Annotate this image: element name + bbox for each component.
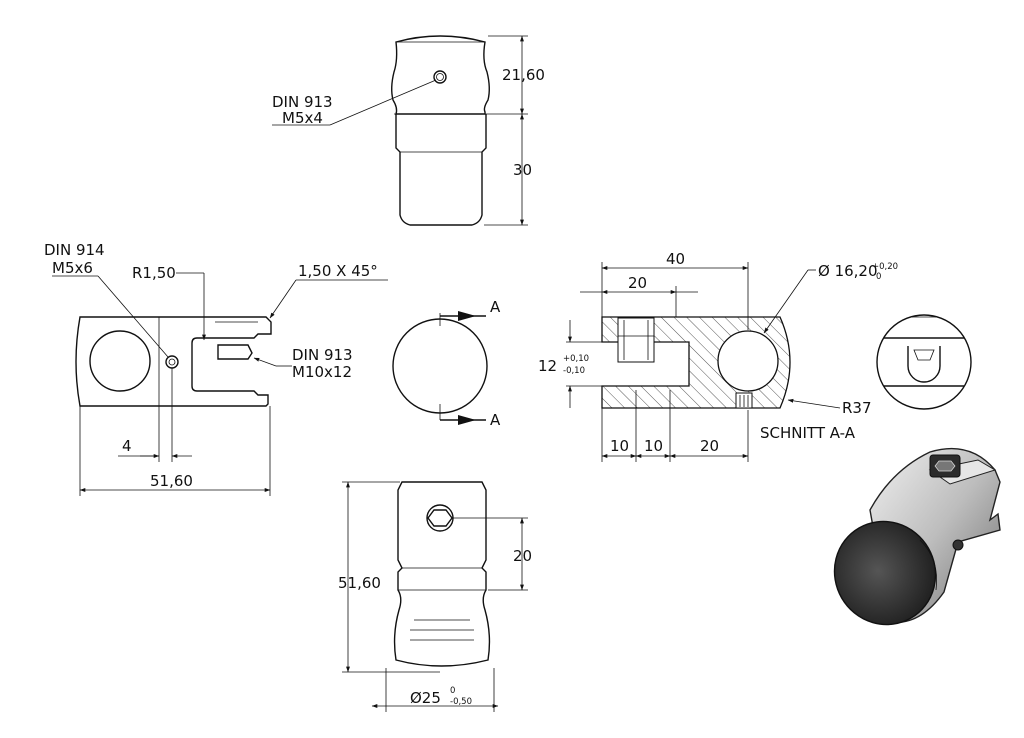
bottom-view: 51,60 20 Ø25 0 -0,50 [338,481,532,712]
isometric-render [833,447,1001,626]
end-view-slot [907,346,941,383]
front-chamfer: 1,50 X 45° [298,262,378,280]
top-dim-lower: 30 [513,161,532,179]
front-view: DIN 914 M5x6 R1,50 1,50 X 45° DIN 913 M1… [44,241,388,496]
section-dim-10-b: 10 [644,437,663,455]
bottom-view-outline [393,481,491,667]
top-view-outline [391,35,490,115]
section-bore [717,330,779,392]
top-view: DIN 913 M5x4 21,60 30 [272,35,545,226]
section-height: 12 [538,357,557,375]
front-view-outline [75,316,272,407]
front-screw-hole [165,355,179,369]
end-view-circle [876,314,972,410]
top-dim-upper: 21,60 [502,66,545,84]
top-callout-line1: DIN 913 [272,93,333,111]
front-callout-r-line1: DIN 913 [292,346,353,364]
side-view-circle [392,318,488,414]
bottom-hex-screw [426,504,454,532]
front-callout-r-line2: M10x12 [292,363,352,381]
set-screw-hole [433,70,447,84]
front-dim-width: 51,60 [150,472,193,490]
front-callout-tl-line2: M5x6 [52,259,93,277]
section-marker-top: A [490,298,501,316]
section-dim-20-bottom: 20 [700,437,719,455]
section-diameter: Ø 16,20 [818,262,878,280]
section-view: 40 20 Ø 16,20 +0,20 0 12 +0,10 -0,10 10 … [538,250,898,462]
section-title: SCHNITT A-A [760,424,856,442]
bottom-diameter: Ø25 [410,689,441,707]
section-diameter-tol-upper: +0,20 [872,262,898,272]
front-callout-tl-line1: DIN 914 [44,241,105,259]
section-radius: R37 [842,399,872,417]
bottom-dim-height: 51,60 [338,574,381,592]
section-dim-10-a: 10 [610,437,629,455]
bottom-tol-upper: 0 [450,686,455,696]
section-diameter-tol-lower: 0 [876,272,881,282]
end-view [876,314,972,410]
front-dim-offset: 4 [122,437,132,455]
front-radius: R1,50 [132,264,176,282]
section-dim-20-top: 20 [628,274,647,292]
top-view-shank [395,114,487,226]
iso-end-cap [833,520,937,626]
front-screw [217,344,253,360]
section-screw-pocket [617,317,655,363]
section-marker-bottom: A [490,411,501,429]
bottom-dim-hole: 20 [513,547,532,565]
section-height-tol-lower: -0,10 [563,366,585,376]
side-view: A A [392,298,501,429]
section-height-tol-upper: +0,10 [563,354,589,364]
section-dim-total: 40 [666,250,685,268]
top-callout-line2: M5x4 [282,109,323,127]
bottom-tol-lower: -0,50 [450,697,472,707]
front-bore [89,330,151,392]
